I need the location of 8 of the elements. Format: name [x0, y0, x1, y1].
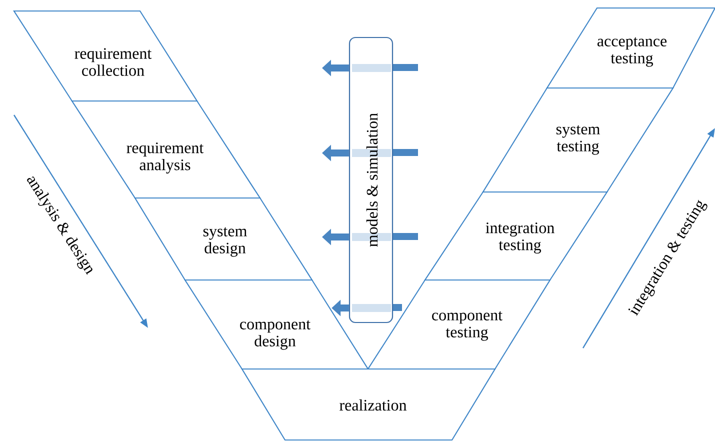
stage-band: requirement collection [13, 10, 198, 102]
stage-band: system testing [482, 87, 674, 193]
stage-band: component testing [367, 279, 551, 370]
stage-band: realization [241, 368, 496, 441]
model-box: models & simulation [348, 36, 418, 324]
stage-band: acceptance testing [546, 7, 715, 89]
stage-band: system design [134, 197, 313, 281]
stage-band: component design [184, 279, 369, 370]
